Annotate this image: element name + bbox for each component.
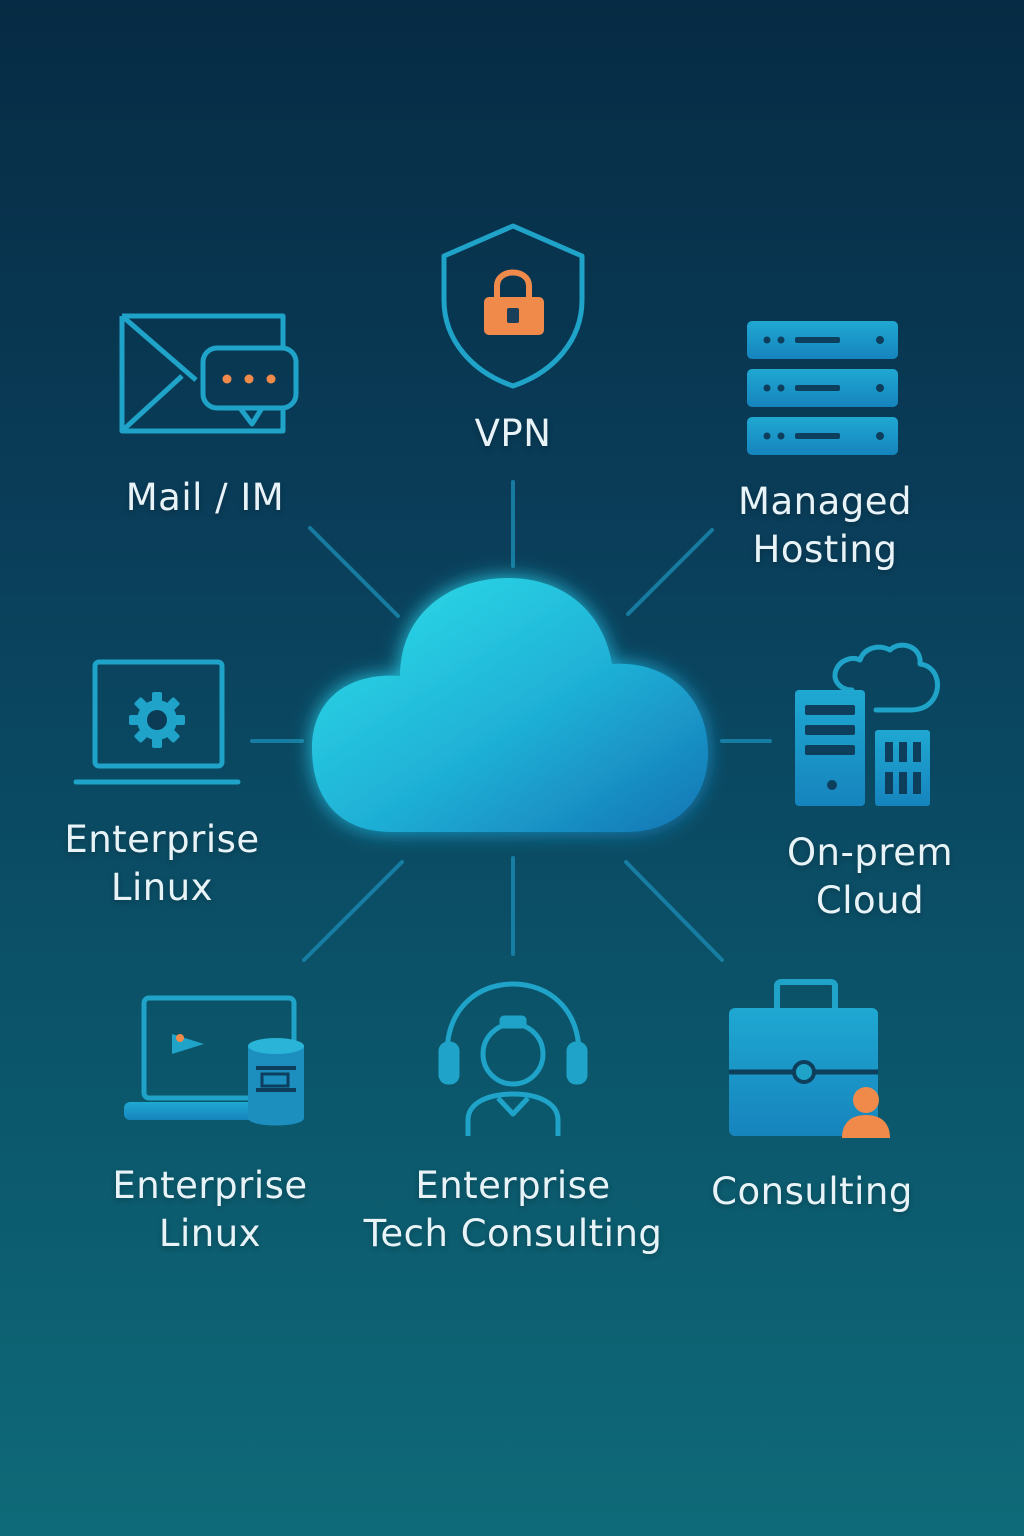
cloud-icon <box>312 578 708 832</box>
server-rack-icon <box>747 321 898 455</box>
label-consulting: Consulting <box>711 1170 913 1213</box>
label-tech-consulting: Enterprise Tech Consulting <box>363 1164 663 1255</box>
connector-managed-hosting <box>626 528 714 616</box>
label-on-prem-cloud: On-prem Cloud <box>786 831 954 922</box>
briefcase-user-icon <box>729 979 890 1138</box>
connector-consulting <box>624 860 724 962</box>
mail-chat-icon <box>119 313 299 434</box>
connector-enterprise-linux-2 <box>302 860 404 962</box>
headset-user-icon <box>438 981 588 1136</box>
building-cloud-icon <box>795 642 940 806</box>
laptop-database-icon <box>124 995 304 1126</box>
connector-mail-im <box>308 526 400 618</box>
laptop-gear-icon <box>73 659 241 785</box>
label-enterprise-linux-2: Enterprise Linux <box>112 1164 308 1255</box>
label-managed-hosting: Managed Hosting <box>738 480 912 571</box>
shield-lock-icon <box>441 223 585 389</box>
connector-lines <box>250 480 772 962</box>
label-mail-im: Mail / IM <box>125 476 285 519</box>
label-enterprise-linux-1: Enterprise Linux <box>64 818 260 909</box>
label-vpn: VPN <box>474 412 552 455</box>
